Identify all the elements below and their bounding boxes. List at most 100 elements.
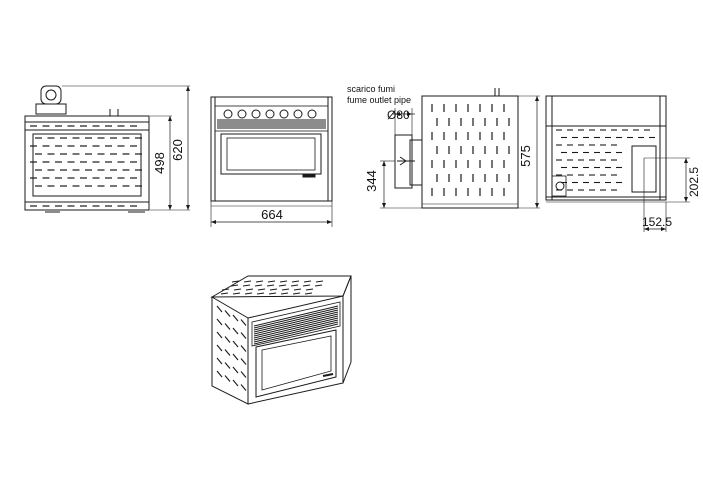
vent-slot bbox=[269, 288, 278, 291]
vent-slot bbox=[216, 357, 223, 365]
vent-slot bbox=[302, 284, 311, 287]
vent-slot bbox=[216, 370, 223, 378]
vent-slot bbox=[224, 349, 231, 356]
side-outlet-collar bbox=[409, 139, 423, 186]
front-view bbox=[24, 85, 190, 213]
glass-pane bbox=[226, 137, 316, 171]
rear-connector bbox=[555, 181, 565, 191]
outlet-label-en: fume outlet pipe bbox=[347, 95, 411, 105]
dim-498-label: 498 bbox=[152, 152, 167, 174]
outlet-stub bbox=[40, 85, 62, 105]
vent-slot bbox=[292, 292, 301, 295]
vent-slot bbox=[314, 284, 323, 287]
iso-grill-frame bbox=[251, 301, 341, 347]
vent-slot bbox=[221, 288, 230, 291]
vent-slot bbox=[216, 318, 223, 326]
iso-logo-plate bbox=[322, 373, 334, 377]
vent-slot bbox=[224, 375, 231, 382]
dim-344-label: 344 bbox=[364, 170, 379, 192]
vent-slot bbox=[293, 288, 302, 291]
vent-slot bbox=[254, 284, 263, 287]
vent-slot bbox=[224, 362, 231, 369]
vent-slot bbox=[305, 288, 314, 291]
iso-glass-door bbox=[255, 329, 337, 398]
dim-202-5-label: 202.5 bbox=[687, 167, 701, 197]
vent-slot bbox=[233, 288, 242, 291]
vent-slot bbox=[245, 288, 254, 291]
vent-slot bbox=[304, 292, 313, 295]
front-glass-view bbox=[210, 96, 333, 227]
grill-knob bbox=[265, 109, 275, 119]
vent-slot bbox=[281, 288, 290, 291]
outlet-pipe-circle bbox=[45, 89, 57, 101]
vent-slot bbox=[232, 379, 239, 387]
vent-slot bbox=[232, 327, 239, 335]
rear-electronics bbox=[551, 175, 567, 197]
vent-slot bbox=[291, 280, 300, 283]
vent-slot bbox=[279, 280, 288, 283]
vent-slot bbox=[242, 284, 251, 287]
side-view bbox=[380, 88, 540, 209]
top-grill bbox=[217, 109, 326, 129]
vent-slot bbox=[240, 345, 247, 352]
vent-slot bbox=[240, 371, 247, 378]
grill-knob bbox=[223, 109, 233, 119]
isometric-view bbox=[210, 275, 352, 405]
grill-bar bbox=[253, 315, 339, 337]
grill-bar bbox=[253, 309, 339, 331]
grill-bar bbox=[253, 313, 339, 335]
vent-slot bbox=[268, 292, 277, 295]
vent-slot bbox=[224, 310, 231, 317]
rear-body bbox=[545, 95, 667, 201]
vent-slot bbox=[232, 340, 239, 348]
grill-bar bbox=[253, 321, 339, 343]
grill-knob bbox=[251, 109, 261, 119]
glass-body bbox=[210, 96, 333, 202]
outlet-label-it: scarico fumi bbox=[347, 84, 395, 94]
front-panel bbox=[32, 133, 142, 197]
vent-slot bbox=[232, 353, 239, 361]
vent-slot bbox=[232, 292, 241, 295]
top-grill-frame bbox=[214, 105, 329, 132]
grill-bar bbox=[253, 311, 339, 333]
grill-bar bbox=[253, 319, 339, 341]
vent-slot bbox=[216, 344, 223, 352]
vent-slot bbox=[266, 284, 275, 287]
vent-slot bbox=[256, 292, 265, 295]
vent-slot bbox=[278, 284, 287, 287]
grill-bar bbox=[253, 305, 339, 327]
vent-slot bbox=[244, 292, 253, 295]
front-vent-slots bbox=[30, 125, 142, 207]
vent-slot bbox=[232, 314, 239, 322]
iso-glass-pane bbox=[261, 335, 332, 391]
grill-bar bbox=[253, 317, 339, 339]
grill-bar bbox=[253, 307, 339, 329]
vent-slot bbox=[257, 288, 266, 291]
grill-bar bbox=[253, 323, 339, 345]
rear-view bbox=[545, 95, 690, 232]
iso-top-slots bbox=[220, 280, 324, 295]
vent-slot bbox=[231, 280, 240, 283]
vent-slot bbox=[240, 332, 247, 339]
iso-side-slots bbox=[216, 305, 247, 391]
logo-plate bbox=[302, 173, 316, 178]
vent-slot bbox=[255, 280, 264, 283]
front-body bbox=[24, 115, 150, 211]
dim-575-label: 575 bbox=[518, 145, 533, 167]
vent-slot bbox=[240, 384, 247, 391]
vent-slot bbox=[243, 280, 252, 283]
dim-664-label: 664 bbox=[261, 207, 283, 222]
iso-left-side bbox=[211, 296, 249, 405]
grill-knob bbox=[293, 109, 303, 119]
dim-152-5-label: 152.5 bbox=[642, 215, 672, 229]
grill-knob bbox=[307, 109, 317, 119]
dim-pipe-diameter-label: Ø80 bbox=[387, 108, 410, 122]
grill-knob bbox=[279, 109, 289, 119]
grill-knob bbox=[237, 109, 247, 119]
outlet-base bbox=[35, 103, 67, 115]
vent-slot bbox=[303, 280, 312, 283]
rear-vent-slots bbox=[556, 129, 655, 191]
vent-slot bbox=[240, 358, 247, 365]
vent-slot bbox=[216, 305, 223, 313]
